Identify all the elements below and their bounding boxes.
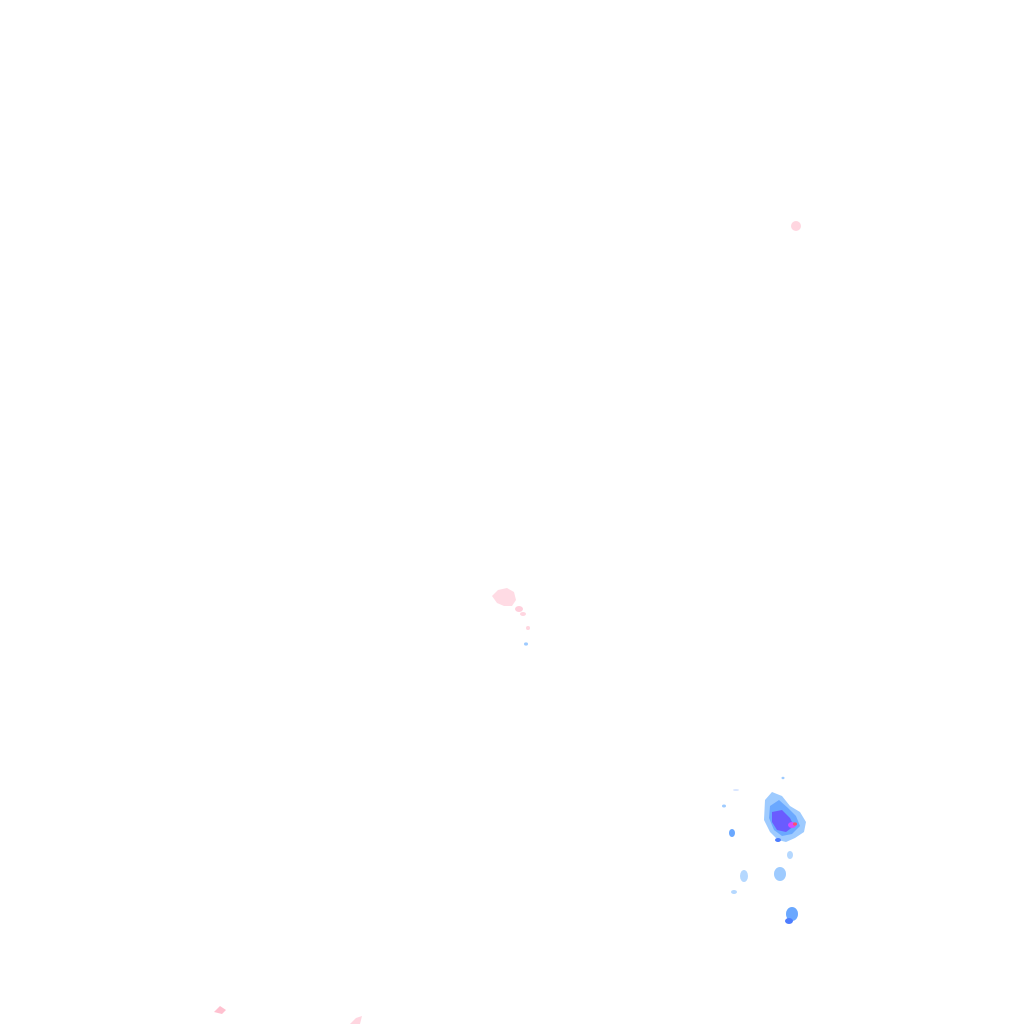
precip-cell-south xyxy=(214,1006,362,1024)
precip-cell-northeast xyxy=(791,221,801,231)
precip-cell-southeast-storm xyxy=(722,776,806,924)
precip-cell-central xyxy=(492,588,530,646)
